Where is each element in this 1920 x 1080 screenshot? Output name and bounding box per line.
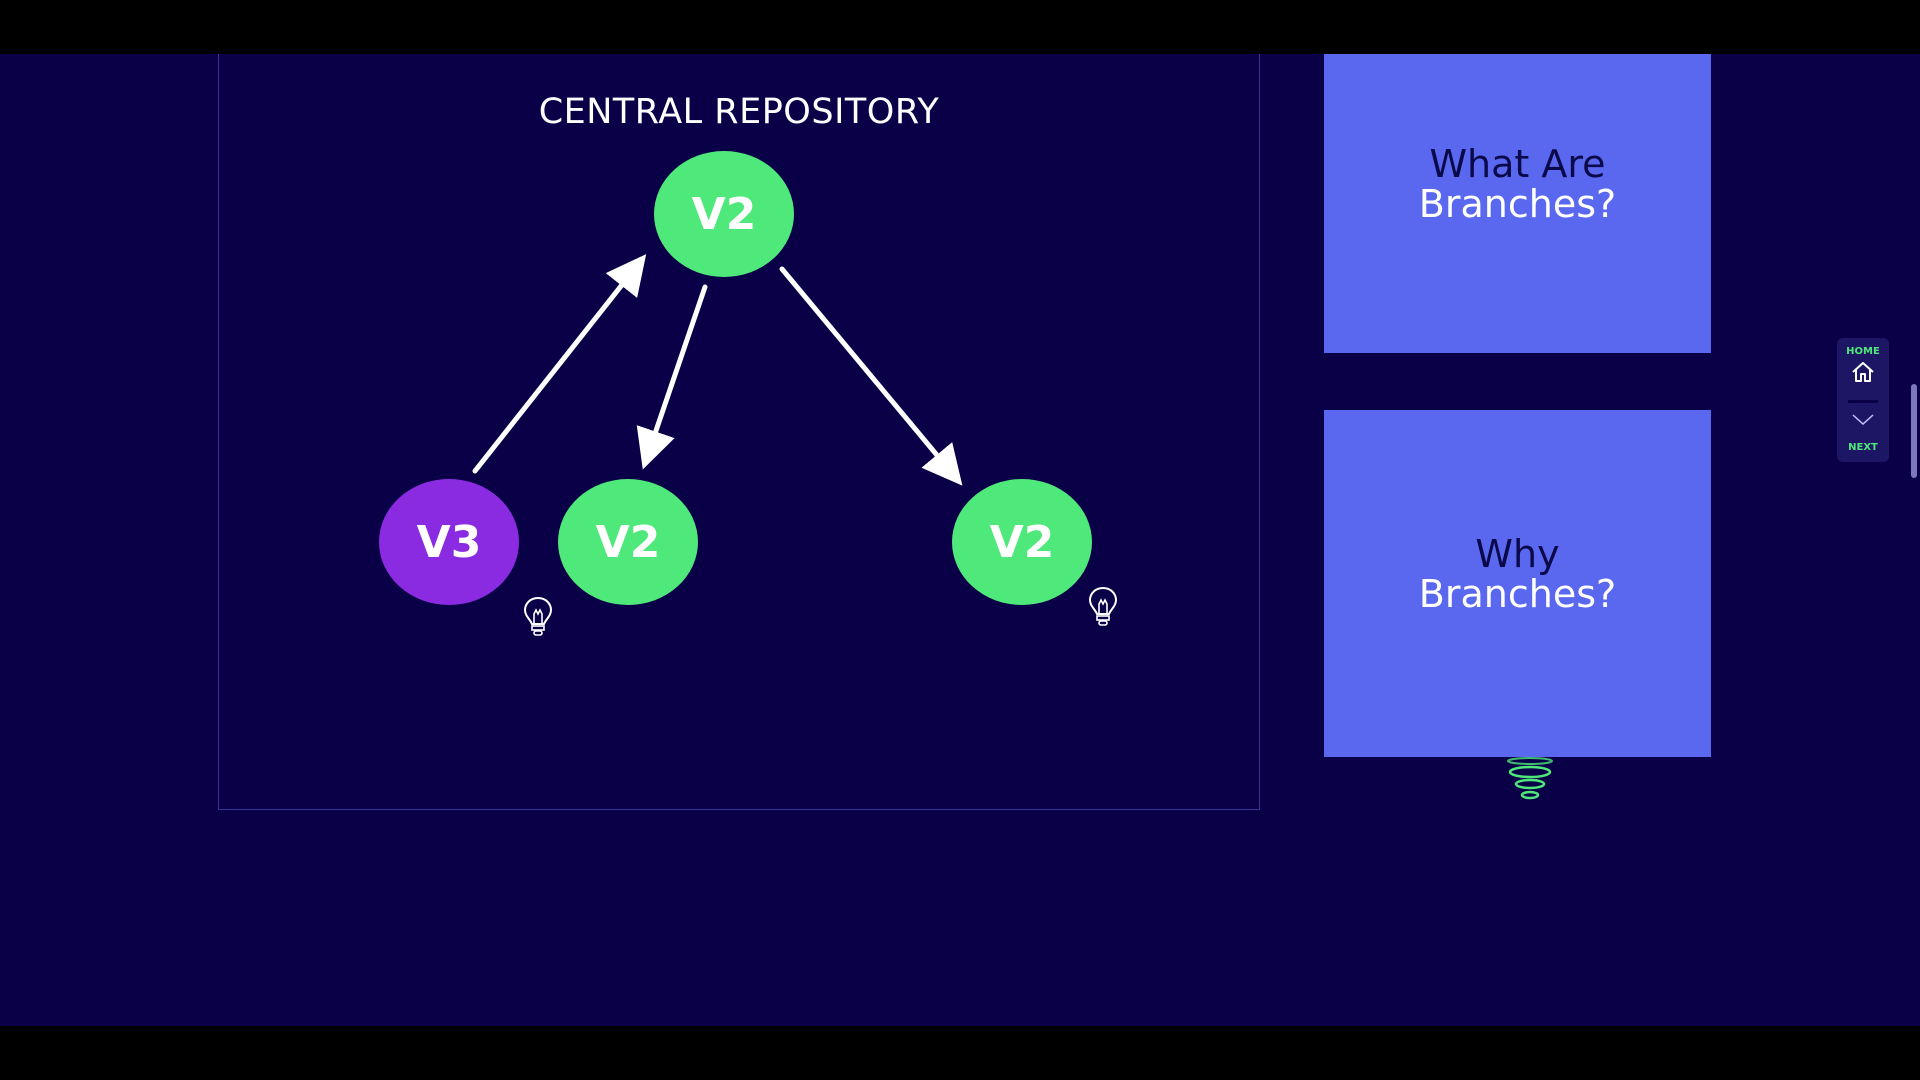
nav-divider (1848, 400, 1878, 403)
scrollbar-thumb[interactable] (1911, 384, 1917, 478)
home-label[interactable]: HOME (1846, 346, 1880, 357)
top-letterbox (0, 0, 1920, 54)
chevron-down-icon[interactable] (1851, 412, 1875, 428)
card-title-line1: Why (1475, 531, 1560, 576)
bottom-letterbox (0, 1026, 1920, 1080)
card-why-branches[interactable]: Why Branches? (1324, 410, 1711, 757)
local-node-v3: V3 (379, 479, 519, 605)
lightbulb-icon (1088, 586, 1118, 626)
diagram-title: CENTRAL REPOSITORY (538, 92, 940, 132)
slide-nav: HOME NEXT (1837, 338, 1889, 462)
node-label: V2 (691, 188, 757, 240)
node-label: V2 (989, 516, 1055, 568)
central-repo-node: V2 (654, 151, 794, 277)
local-node-right: V2 (952, 479, 1092, 605)
next-label[interactable]: NEXT (1848, 442, 1878, 453)
card-what-are-branches[interactable]: What Are Branches? (1324, 54, 1711, 353)
spiral-cursor-icon (1507, 757, 1553, 800)
diagram-frame (218, 54, 1260, 810)
lightbulb-icon (523, 596, 553, 636)
node-label: V3 (416, 516, 482, 568)
card-title-line2: Branches? (1418, 571, 1617, 616)
card-title-line1: What Are (1429, 141, 1606, 186)
node-label: V2 (595, 516, 661, 568)
local-node-middle: V2 (558, 479, 698, 605)
home-icon[interactable] (1851, 360, 1875, 384)
card-title-line2: Branches? (1418, 181, 1617, 226)
